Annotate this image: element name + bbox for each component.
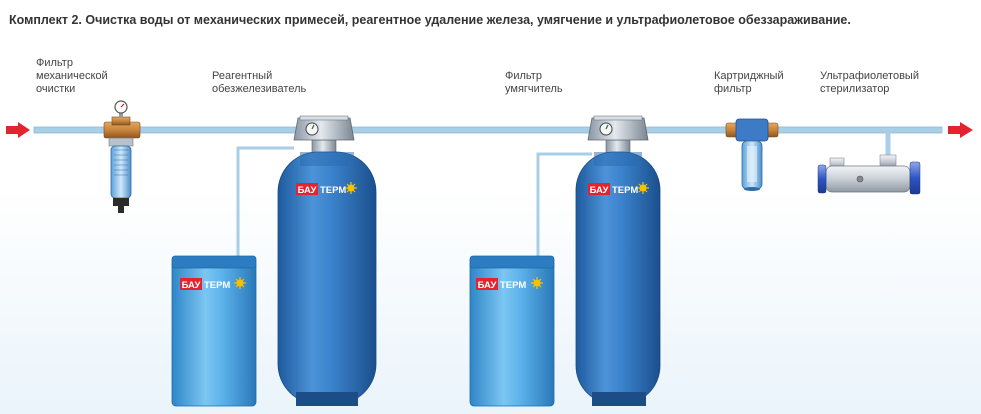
label-mechanical-filter: Фильтр механической очистки	[36, 57, 108, 96]
label-line: Реагентный	[212, 70, 273, 82]
label-line: Фильтр	[36, 57, 73, 69]
brand-part1: БАУ	[590, 185, 609, 196]
label-line: Ультрафиолетовый	[820, 70, 919, 82]
brand-logo: БАУ ТЕРМ	[296, 182, 357, 196]
brand-part1: БАУ	[182, 280, 201, 291]
label-iron-remover: Реагентный обезжелезиватель	[212, 70, 306, 96]
brand-logo: БАУ ТЕРМ	[588, 182, 649, 196]
label-softener: Фильтр умягчитель	[505, 70, 563, 96]
brine-tank-1: БАУ ТЕРМ	[171, 255, 257, 407]
flow-out-arrow	[948, 122, 973, 138]
label-line: умягчитель	[505, 83, 563, 95]
brand-part2: ТЕРМ	[612, 185, 638, 196]
main-pipe	[33, 126, 943, 134]
brand-logo: БАУ ТЕРМ	[476, 277, 543, 291]
page-title: Комплект 2. Очистка воды от механических…	[9, 13, 851, 27]
iron-remover-tank: БАУ ТЕРМ	[277, 115, 377, 406]
brand-part2: ТЕРМ	[204, 280, 230, 291]
label-uv-sterilizer: Ультрафиолетовый стерилизатор	[820, 70, 919, 96]
control-valve-icon	[587, 115, 649, 141]
sun-logo-icon	[234, 277, 246, 289]
uv-sterilizer	[817, 127, 942, 195]
brand-logo: БАУ ТЕРМ	[180, 277, 246, 291]
label-cartridge-filter: Картриджный фильтр	[714, 70, 784, 96]
sun-logo-icon	[345, 182, 357, 194]
pressure-gauge-icon	[114, 100, 128, 114]
brand-part1: БАУ	[478, 280, 497, 291]
brine-tank-2: БАУ ТЕРМ	[469, 255, 555, 407]
softener-tank: БАУ ТЕРМ	[575, 115, 661, 406]
label-line: фильтр	[714, 83, 752, 95]
cartridge-filter	[725, 118, 779, 191]
sun-logo-icon	[531, 277, 543, 289]
label-line: обезжелезиватель	[212, 83, 307, 95]
iron-remover-pipes	[236, 146, 294, 256]
brand-part2: ТЕРМ	[500, 280, 526, 291]
mechanical-filter	[103, 100, 141, 213]
control-valve-icon	[293, 115, 355, 141]
label-line: Фильтр	[505, 70, 542, 82]
sun-logo-icon	[637, 182, 649, 194]
softener-pipes	[536, 152, 592, 256]
flow-in-arrow	[6, 122, 30, 138]
brand-part1: БАУ	[298, 185, 317, 196]
label-line: механической	[36, 70, 108, 82]
label-line: Картриджный	[714, 70, 784, 82]
label-line: очистки	[36, 83, 76, 95]
label-line: стерилизатор	[820, 83, 890, 95]
brand-part2: ТЕРМ	[320, 185, 346, 196]
